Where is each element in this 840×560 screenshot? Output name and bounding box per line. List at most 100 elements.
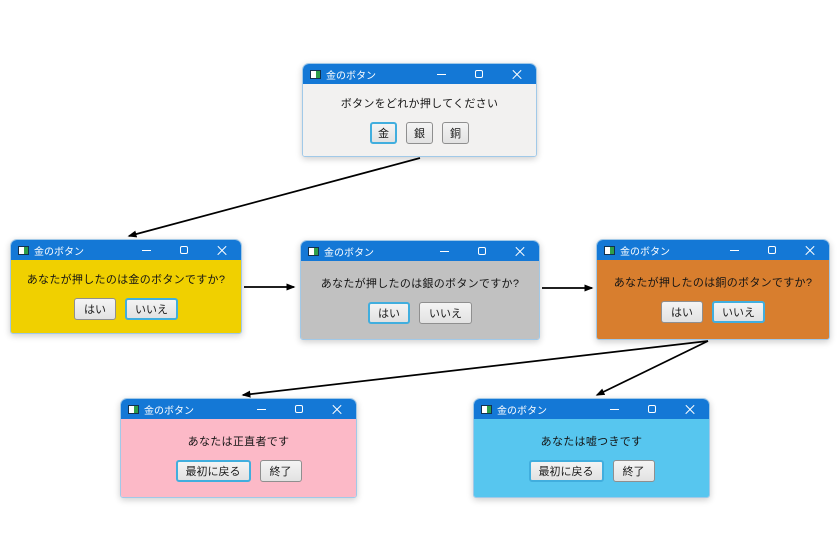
window-honest-result: 金のボタン あなたは正直者です 最初に戻る 終了 [120, 398, 357, 498]
close-button[interactable] [203, 240, 241, 260]
minimize-icon [256, 408, 266, 410]
maximize-icon [295, 405, 303, 413]
maximize-button[interactable] [633, 399, 671, 419]
titlebar[interactable]: 金のボタン [121, 399, 356, 419]
window-gold-question: 金のボタン あなたが押したのは金のボタンですか? はい いいえ [10, 239, 242, 334]
minimize-icon [436, 73, 446, 75]
close-button[interactable] [318, 399, 356, 419]
titlebar[interactable]: 金のボタン [597, 240, 829, 260]
window-title: 金のボタン [324, 247, 374, 259]
window-body: あなたが押したのは銅のボタンですか? はい いいえ [597, 260, 829, 339]
app-icon [18, 245, 29, 255]
close-icon [512, 69, 522, 79]
maximize-icon [768, 246, 776, 254]
window-title: 金のボタン [144, 405, 194, 417]
maximize-button[interactable] [165, 240, 203, 260]
minimize-button[interactable] [422, 64, 460, 84]
window-title: 金のボタン [497, 405, 547, 417]
button-row: はい いいえ [661, 301, 765, 323]
question-message: あなたが押したのは銅のボタンですか? [613, 277, 813, 289]
app-icon [128, 404, 139, 414]
window-liar-result: 金のボタン あなたは嘘つきです 最初に戻る 終了 [473, 398, 710, 498]
titlebar-buttons [242, 399, 356, 419]
app-icon [604, 245, 615, 255]
question-message: あなたが押したのは金のボタンですか? [26, 274, 226, 286]
window-body: あなたは嘘つきです 最初に戻る 終了 [474, 419, 709, 497]
button-row: はい いいえ [74, 298, 178, 320]
minimize-icon [141, 249, 151, 251]
minimize-button[interactable] [595, 399, 633, 419]
prompt-message: ボタンをどれか押してください [340, 97, 499, 110]
app-icon [481, 404, 492, 414]
maximize-button[interactable] [460, 64, 498, 84]
button-row: 最初に戻る 終了 [175, 459, 302, 482]
close-icon [217, 245, 227, 255]
maximize-icon [180, 246, 188, 254]
yes-button[interactable]: はい [74, 298, 116, 320]
window-body: あなたが押したのは金のボタンですか? はい いいえ [11, 260, 241, 333]
close-icon [332, 404, 342, 414]
titlebar-buttons [425, 241, 539, 261]
minimize-icon [729, 249, 739, 251]
window-title: 金のボタン [34, 246, 84, 258]
close-icon [685, 404, 695, 414]
minimize-button[interactable] [242, 399, 280, 419]
arrow-copper-question-to-honest-result [241, 340, 709, 398]
window-silver-question: 金のボタン あなたが押したのは銀のボタンですか? はい いいえ [300, 240, 540, 340]
close-button[interactable] [671, 399, 709, 419]
window-copper-question: 金のボタン あなたが押したのは銅のボタンですか? はい いいえ [596, 239, 830, 340]
close-icon [515, 246, 525, 256]
maximize-button[interactable] [463, 241, 501, 261]
titlebar[interactable]: 金のボタン [11, 240, 241, 260]
result-message: あなたは嘘つきです [540, 435, 643, 448]
button-row: 最初に戻る 終了 [528, 459, 655, 482]
minimize-icon [609, 408, 619, 410]
yes-button[interactable]: はい [368, 301, 410, 324]
no-button[interactable]: いいえ [419, 301, 472, 324]
window-body: ボタンをどれか押してください 金 銀 銅 [303, 84, 536, 156]
window-title: 金のボタン [620, 246, 670, 258]
restart-button[interactable]: 最初に戻る [528, 459, 604, 482]
close-button[interactable] [791, 240, 829, 260]
yes-button[interactable]: はい [661, 301, 703, 323]
button-row: 金 銀 銅 [370, 121, 469, 144]
arrow-start-to-gold-question [127, 157, 421, 238]
arrow-copper-question-to-liar-result [595, 340, 709, 396]
maximize-button[interactable] [753, 240, 791, 260]
exit-button[interactable]: 終了 [612, 459, 655, 482]
maximize-icon [478, 247, 486, 255]
close-button[interactable] [501, 241, 539, 261]
result-message: あなたは正直者です [187, 435, 290, 448]
titlebar-buttons [422, 64, 536, 84]
maximize-button[interactable] [280, 399, 318, 419]
maximize-icon [475, 70, 483, 78]
titlebar[interactable]: 金のボタン [474, 399, 709, 419]
no-button[interactable]: いいえ [125, 298, 178, 320]
button-row: はい いいえ [368, 301, 472, 324]
window-body: あなたが押したのは銀のボタンですか? はい いいえ [301, 261, 539, 339]
exit-button[interactable]: 終了 [259, 459, 302, 482]
minimize-icon [439, 250, 449, 252]
app-icon [310, 69, 321, 79]
close-button[interactable] [498, 64, 536, 84]
maximize-icon [648, 405, 656, 413]
minimize-button[interactable] [425, 241, 463, 261]
titlebar-buttons [127, 240, 241, 260]
gold-button[interactable]: 金 [370, 121, 397, 144]
copper-button[interactable]: 銅 [442, 121, 469, 144]
titlebar[interactable]: 金のボタン [303, 64, 536, 84]
question-message: あなたが押したのは銀のボタンですか? [320, 277, 520, 290]
window-start: 金のボタン ボタンをどれか押してください 金 銀 銅 [302, 63, 537, 157]
minimize-button[interactable] [127, 240, 165, 260]
titlebar-buttons [595, 399, 709, 419]
no-button[interactable]: いいえ [712, 301, 765, 323]
silver-button[interactable]: 銀 [406, 121, 433, 144]
minimize-button[interactable] [715, 240, 753, 260]
window-body: あなたは正直者です 最初に戻る 終了 [121, 419, 356, 497]
restart-button[interactable]: 最初に戻る [175, 459, 251, 482]
titlebar-buttons [715, 240, 829, 260]
titlebar[interactable]: 金のボタン [301, 241, 539, 261]
app-icon [308, 246, 319, 256]
close-icon [805, 245, 815, 255]
